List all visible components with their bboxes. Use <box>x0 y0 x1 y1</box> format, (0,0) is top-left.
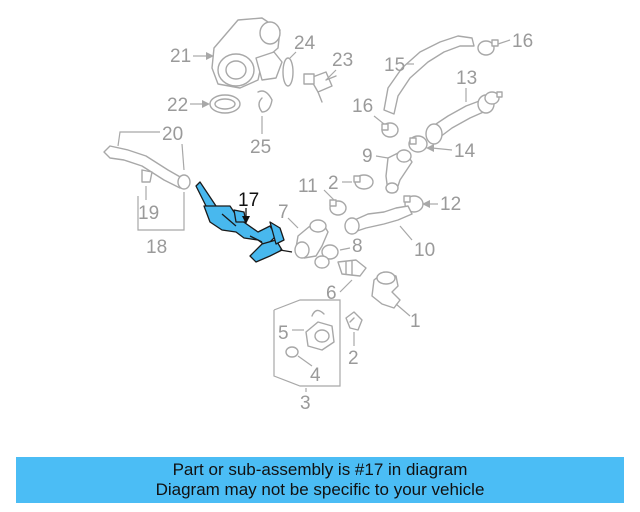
callout-17[interactable]: 17 <box>238 190 259 224</box>
callout-7: 7 <box>278 202 299 229</box>
callout-16b-label: 16 <box>352 96 373 117</box>
parts-diagram: 21 22 24 23 25 <box>103 17 533 414</box>
callout-12-label: 12 <box>440 194 461 215</box>
part-9-fitting <box>385 149 413 194</box>
callout-21-label: 21 <box>170 46 191 67</box>
callout-6-label: 6 <box>326 283 337 304</box>
callout-14-label: 14 <box>454 141 476 162</box>
callout-15-label: 15 <box>384 55 405 76</box>
callout-13-label: 13 <box>456 68 477 89</box>
callout-16-middle: 16 <box>352 96 385 125</box>
part-14-clamp <box>408 135 428 153</box>
part-clamp-13 <box>484 91 503 105</box>
part-25-clip <box>257 90 273 113</box>
part-7-elbow <box>294 219 329 259</box>
part-22-gasket <box>209 94 241 114</box>
callout-17-label[interactable]: 17 <box>238 190 259 211</box>
callout-6: 6 <box>326 279 353 304</box>
part-2-sensor-lower <box>345 311 363 331</box>
callout-20-label: 20 <box>162 124 183 145</box>
callout-9-label: 9 <box>362 146 373 167</box>
callout-11: 11 <box>298 176 335 201</box>
callout-24: 24 <box>289 33 316 59</box>
callout-1: 1 <box>395 303 421 332</box>
callout-5-label: 5 <box>278 323 289 344</box>
info-banner: Part or sub-assembly is #17 in diagram D… <box>16 457 624 503</box>
callout-23: 23 <box>325 50 353 81</box>
callout-19: 19 <box>138 186 159 224</box>
callout-8-label: 8 <box>352 236 363 257</box>
part-1-hose <box>371 271 401 309</box>
callout-19-label: 19 <box>138 203 159 224</box>
callout-2-lower: 2 <box>348 332 359 369</box>
callout-24-label: 24 <box>294 33 316 54</box>
callout-4: 4 <box>297 355 321 386</box>
callout-12: 12 <box>422 194 461 215</box>
callout-3-label: 3 <box>300 393 311 414</box>
callout-10: 10 <box>399 225 435 261</box>
callout-25-label: 25 <box>250 137 271 158</box>
callout-16a-label: 16 <box>512 31 533 52</box>
part-24-o-ring <box>282 57 294 87</box>
part-4-o-ring <box>285 346 299 358</box>
callout-9: 9 <box>362 146 389 167</box>
callout-20: 20 <box>117 124 185 171</box>
part-5-housing <box>305 309 335 351</box>
callout-18-label: 18 <box>146 237 167 258</box>
callout-14: 14 <box>426 141 476 162</box>
part-6-connector <box>337 259 367 277</box>
part-2-clamp-upper <box>353 174 374 190</box>
callout-13: 13 <box>456 68 477 102</box>
part-20-hose <box>103 145 191 190</box>
banner-line-1: Part or sub-assembly is #17 in diagram <box>172 460 468 479</box>
part-11-clamp <box>329 199 347 216</box>
callout-21: 21 <box>170 46 214 67</box>
callout-1-label: 1 <box>410 311 421 332</box>
part-17-coolant-pipe-highlighted <box>195 181 293 263</box>
part-10-hose <box>344 205 413 235</box>
part-8-clamp <box>314 244 339 269</box>
part-23-sensor <box>303 71 337 103</box>
part-3-assembly-box <box>273 299 341 387</box>
callout-8: 8 <box>339 236 363 257</box>
callout-16-top: 16 <box>497 31 533 52</box>
part-21-thermostat-housing <box>211 17 283 89</box>
callout-2-upper: 2 <box>328 173 352 194</box>
callout-25: 25 <box>250 116 271 158</box>
callout-2b-label: 2 <box>348 348 359 369</box>
callout-23-label: 23 <box>332 50 353 71</box>
callout-15: 15 <box>384 55 414 76</box>
callout-7-label: 7 <box>278 202 289 223</box>
callout-2a-label: 2 <box>328 173 339 194</box>
callout-18: 18 <box>137 192 185 258</box>
part-16-clamp-top <box>477 39 499 56</box>
part-13-hose <box>425 94 495 145</box>
callout-11-label: 11 <box>298 176 318 197</box>
callout-5: 5 <box>278 323 304 344</box>
banner-line-2: Diagram may not be specific to your vehi… <box>155 480 485 499</box>
part-15-hose <box>383 35 475 115</box>
callout-22: 22 <box>167 95 210 116</box>
callout-22-label: 22 <box>167 95 188 116</box>
part-16-clamp-middle <box>381 122 399 138</box>
callout-10-label: 10 <box>414 240 435 261</box>
callout-4-label: 4 <box>310 365 321 386</box>
callout-3: 3 <box>300 388 311 414</box>
